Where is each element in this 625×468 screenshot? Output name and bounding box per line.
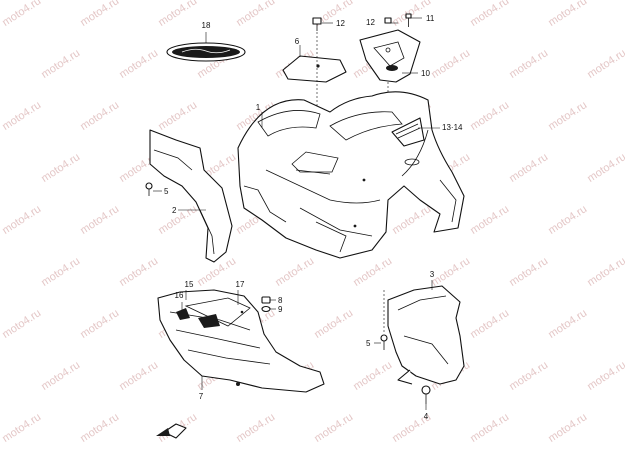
right-mud-guard bbox=[387, 285, 465, 385]
callout-6: 6 bbox=[294, 37, 300, 46]
bracket-10 bbox=[359, 29, 421, 83]
left-mud-guard bbox=[149, 129, 233, 263]
screw-5b bbox=[380, 334, 388, 350]
front-fender bbox=[237, 91, 465, 259]
callout-2: 2 bbox=[172, 206, 177, 215]
front-lower-panel bbox=[157, 289, 325, 393]
clip-4 bbox=[421, 385, 431, 404]
callout-8: 8 bbox=[278, 296, 283, 305]
callout-7: 7 bbox=[198, 392, 204, 401]
callout-5b: 5 bbox=[366, 339, 371, 348]
callout-3: 3 bbox=[429, 270, 435, 279]
callout-10: 10 bbox=[421, 69, 430, 78]
callout-12a: 12 bbox=[336, 19, 345, 28]
screw-5a bbox=[145, 182, 153, 196]
callout-12b: 12 bbox=[366, 18, 375, 27]
callout-5a: 5 bbox=[164, 187, 169, 196]
callout-13-14: 13·14 bbox=[442, 123, 463, 132]
callout-1: 1 bbox=[255, 103, 261, 112]
seat-pad bbox=[282, 55, 347, 83]
callout-16: 16 bbox=[174, 291, 184, 300]
callout-11: 11 bbox=[426, 14, 435, 23]
bolt-11 bbox=[405, 13, 412, 27]
callout-4: 4 bbox=[423, 412, 429, 421]
callout-15: 15 bbox=[184, 280, 194, 289]
emblem-decal bbox=[166, 42, 246, 62]
front-arrow-icon bbox=[156, 423, 187, 439]
callout-17: 17 bbox=[235, 280, 245, 289]
nut-9 bbox=[261, 305, 271, 313]
callout-9: 9 bbox=[278, 305, 283, 314]
bolt-12 bbox=[312, 17, 322, 31]
callout-18: 18 bbox=[201, 21, 211, 30]
grommet-8 bbox=[261, 296, 271, 304]
